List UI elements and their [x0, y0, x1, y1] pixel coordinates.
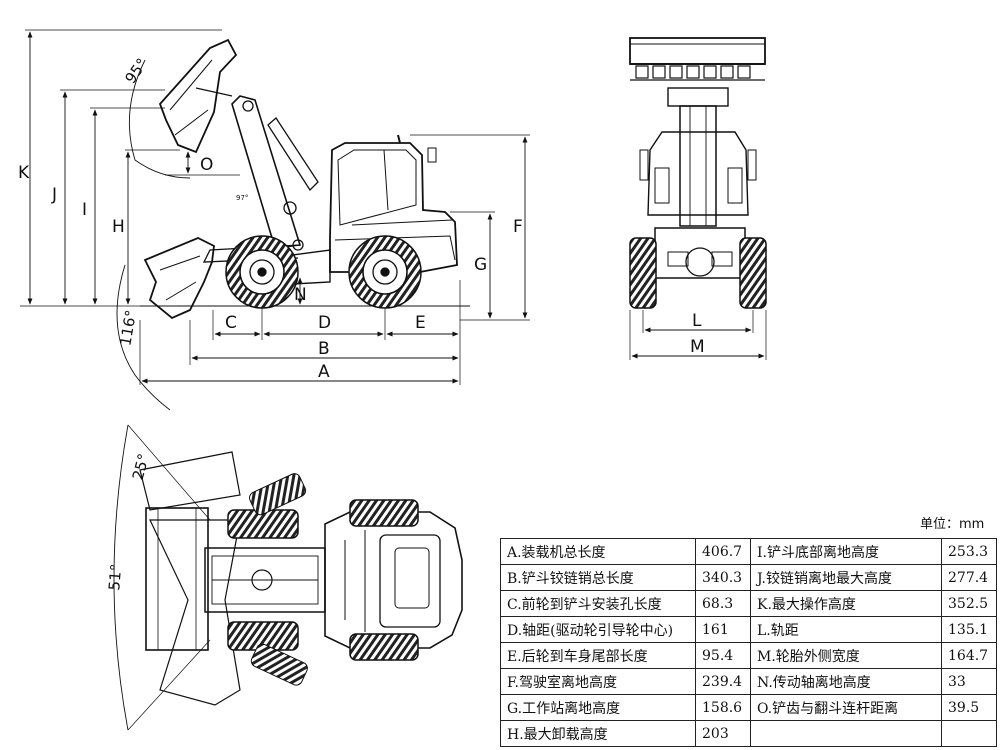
dim-label-j: J: [51, 185, 57, 205]
spec-name: K.最大操作高度: [750, 590, 942, 617]
dim-label-c: C: [225, 313, 237, 333]
dim-label-h: H: [112, 217, 125, 237]
spec-name: E.后轮到车身尾部长度: [500, 642, 696, 669]
spec-value: 406.7: [695, 538, 751, 565]
spec-name: D.轴距(驱动轮引导轮中心): [500, 616, 696, 643]
spec-value: 95.4: [695, 642, 751, 669]
spec-name: J.铰链销离地最大高度: [750, 564, 942, 591]
dim-label-d: D: [318, 313, 331, 333]
spec-name: M.轮胎外侧宽度: [750, 642, 942, 669]
dim-label-e: E: [415, 313, 426, 333]
spec-name: B.铲斗铰链销总长度: [500, 564, 696, 591]
side-view: [20, 29, 530, 411]
spec-value: 68.3: [695, 590, 751, 617]
spec-value: 253.3: [941, 538, 997, 565]
spec-name: H.最大卸载高度: [500, 720, 696, 747]
unit-label: 单位：mm: [920, 517, 985, 532]
dim-label-n: N: [294, 285, 307, 305]
spec-name: N.传动轴离地高度: [750, 668, 942, 695]
spec-name: F.驾驶室离地高度: [500, 668, 696, 695]
spec-value: 135.1: [941, 616, 997, 643]
front-view: [629, 37, 767, 360]
spec-value: 158.6: [695, 694, 751, 721]
spec-name: C.前轮到铲斗安装孔长度: [500, 590, 696, 617]
spec-value: 203: [695, 720, 751, 747]
dim-label-l: L: [692, 311, 702, 331]
spec-name: O.铲齿与翻斗连杆距离: [750, 694, 942, 721]
angle-label-lift: 95°: [121, 55, 151, 87]
angle-label-dump: 116°: [116, 309, 140, 348]
spec-value: 164.7: [941, 642, 997, 669]
spec-value: 340.3: [695, 564, 751, 591]
spec-value: 352.5: [941, 590, 997, 617]
spec-name: L.轨距: [750, 616, 942, 643]
spec-name: G.工作站离地高度: [500, 694, 696, 721]
dim-label-k: K: [18, 163, 30, 183]
side-view-labels: K J I H O N C D E B A F G 95° 116° 97°: [18, 55, 523, 382]
small-angle-note: 97°: [236, 194, 248, 202]
spec-name: [750, 720, 942, 747]
front-view-labels: L M: [690, 311, 705, 357]
spec-name: A.装载机总长度: [500, 538, 696, 565]
spec-value: 161: [695, 616, 751, 643]
spec-value: 33: [941, 668, 997, 695]
dim-label-m: M: [690, 337, 705, 357]
dim-label-b: B: [318, 339, 330, 359]
dim-label-i: I: [82, 200, 87, 220]
dim-label-g: G: [474, 255, 487, 275]
angle-label-small: 25°: [129, 452, 153, 482]
dim-label-f: F: [513, 217, 523, 237]
spec-value: [941, 720, 997, 747]
spec-value: 39.5: [941, 694, 997, 721]
top-view: [113, 424, 463, 731]
spec-value: 239.4: [695, 668, 751, 695]
dim-label-o: O: [200, 155, 213, 175]
dim-label-a: A: [318, 362, 330, 382]
spec-name: I.铲斗底部离地高度: [750, 538, 942, 565]
spec-value: 277.4: [941, 564, 997, 591]
angle-label-large: 51°: [105, 563, 125, 591]
